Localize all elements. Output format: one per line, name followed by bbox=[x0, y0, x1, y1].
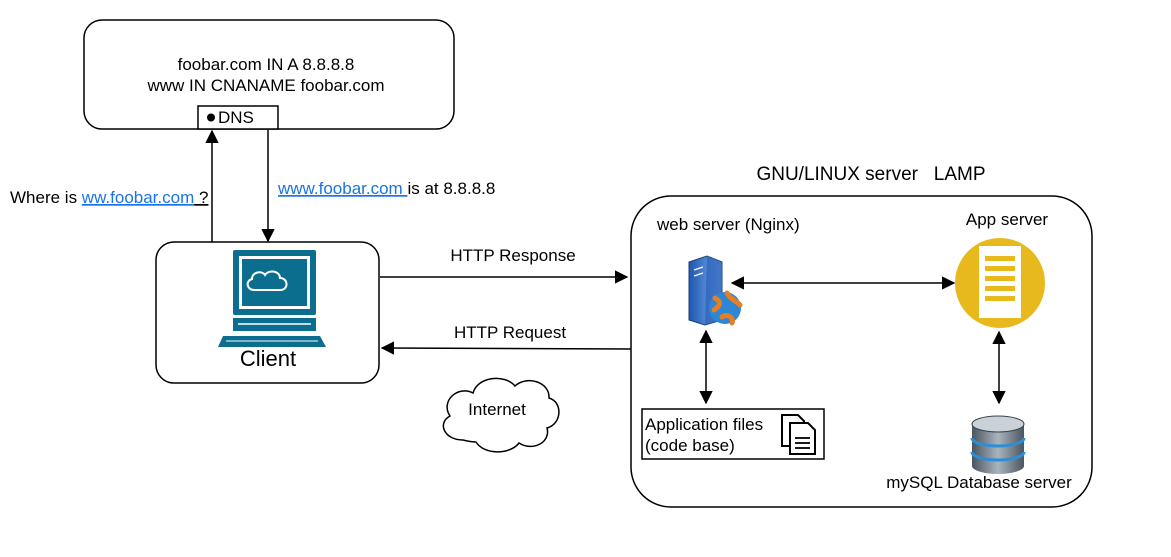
client-box: Client bbox=[155, 241, 380, 384]
client-label: Client bbox=[240, 346, 296, 371]
web-server-label: web server (Nginx) bbox=[656, 215, 800, 234]
files-label-line1: Application files bbox=[645, 415, 763, 434]
app-server-label: App server bbox=[966, 210, 1049, 229]
dns-record-box: foobar.com IN A 8.8.8.8 www IN CNANAME f… bbox=[83, 19, 455, 130]
dns-bullet-icon bbox=[207, 113, 215, 122]
internet-label: Internet bbox=[468, 400, 526, 419]
server-title: GNU/LINUX server LAMP bbox=[756, 164, 985, 185]
dns-a-record: foobar.com IN A 8.8.8.8 bbox=[178, 55, 355, 74]
dns-tag-label: DNS bbox=[218, 108, 254, 127]
internet-cloud: Internet bbox=[442, 377, 560, 453]
http-request-arrow bbox=[380, 341, 632, 355]
query-link[interactable]: ww.foobar.com bbox=[81, 188, 194, 207]
database-label: mySQL Database server bbox=[886, 473, 1072, 492]
computer-icon bbox=[218, 250, 326, 347]
application-files-box: Application files (code base) bbox=[641, 408, 825, 460]
documents-icon bbox=[781, 414, 816, 455]
http-response-label: HTTP Response bbox=[450, 246, 575, 265]
dns-query-label: Where is ww.foobar.com ? bbox=[10, 188, 208, 207]
web-server-icon bbox=[688, 255, 743, 326]
dns-answer-label: www.foobar.com is at 8.8.8.8 bbox=[277, 179, 495, 198]
app-server-icon bbox=[955, 238, 1045, 328]
http-request-label: HTTP Request bbox=[454, 323, 566, 342]
dns-cname-record: www IN CNANAME foobar.com bbox=[146, 76, 384, 95]
dns-tag: DNS bbox=[197, 105, 279, 130]
files-label-line2: (code base) bbox=[645, 436, 735, 455]
answer-link[interactable]: www.foobar.com bbox=[277, 179, 407, 198]
database-icon bbox=[970, 415, 1026, 474]
linux-server-box: web server (Nginx) App server bbox=[630, 195, 1093, 508]
